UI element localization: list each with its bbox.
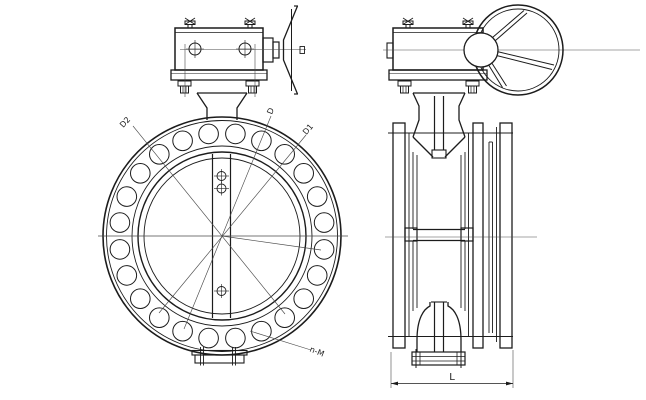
disc-pin [214,181,229,196]
bolt-hole [274,144,296,165]
flange-bolt [245,80,260,94]
gearbox-side [386,17,488,94]
front-centerlines [98,115,348,351]
dim-arrow-left [391,381,398,386]
bolt-hole [313,212,335,233]
top-bolt [184,17,196,29]
bolt-hole [251,320,272,342]
bolt-holes [109,123,335,349]
label-length: L [449,372,455,383]
leader-d [183,115,272,330]
bolt-hole [293,288,315,310]
bolt-hole [313,239,335,260]
side-view: L [383,4,640,388]
handwheel-spokes [487,10,555,88]
bolt-hole [225,123,246,145]
top-bolt [462,17,474,29]
label-d2: D2 [118,115,132,129]
length-dimension: L [390,350,514,388]
bolt-hole [109,239,131,260]
disc-pin [214,169,229,183]
bolt-hole [198,123,219,145]
bolt-hole [251,130,272,152]
bolt-hole [149,144,170,165]
handwheel-hub [463,32,499,68]
flange-bolt [465,80,480,94]
handwheel-face [383,4,640,96]
bolt-hole [116,186,138,207]
bolt-hole [130,163,151,184]
flange-bolt [177,80,192,94]
bolt-hole [172,130,193,152]
label-d1: D1 [301,122,315,136]
bottom-cover-side [411,349,466,368]
bolt-hole [293,163,315,184]
bolt-hole [306,265,328,286]
top-bolt [244,17,256,29]
handwheel-edge [282,5,299,95]
bolt-hole [172,320,193,342]
neck-front [196,92,248,120]
bolt-hole [225,327,246,349]
gearbox-front [170,17,306,97]
flange-bolt [397,80,412,94]
label-nm: n-M [308,345,325,359]
bolt-hole [149,307,170,329]
bolt-hole [116,265,138,286]
label-d: D [265,107,276,116]
bolt-hole [306,186,328,207]
body-side [385,122,537,352]
bottom-cover-front [191,347,248,366]
dim-arrow-right [506,381,513,386]
top-bolt [402,17,414,29]
leader-nm [249,330,312,351]
leader-d2 [132,125,286,315]
disc-pin [214,284,229,298]
bolt-hole [274,307,296,329]
bolt-hole [109,212,131,233]
leader-d1 [158,134,307,314]
neck-side [412,92,466,159]
bolt-hole [198,327,219,349]
front-view: D2 D D1 n-M [98,5,348,366]
bolt-hole [130,288,151,310]
